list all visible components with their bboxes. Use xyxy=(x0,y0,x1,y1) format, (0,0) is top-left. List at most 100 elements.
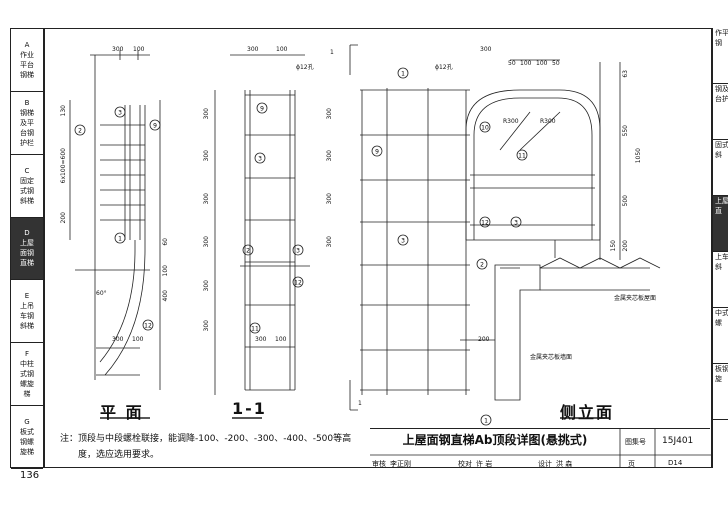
callout-number: 3 xyxy=(118,110,122,117)
chapter-label: 式钢 xyxy=(20,370,34,379)
chapter-label: 直梯 xyxy=(20,259,34,268)
callout-number: 1 xyxy=(484,418,488,425)
chapter-letter: C xyxy=(24,166,30,175)
chapter-label: 上吊 xyxy=(20,302,34,311)
chapter-label: 作业 xyxy=(20,50,34,59)
dim-label: 300 xyxy=(326,193,333,205)
callout-number: 2 xyxy=(78,128,82,135)
right-sidebar-edge: 作平钢 钢及台护 固式斜 上屋直 上车斜 中式螺 板钢旋 xyxy=(712,28,728,468)
callout-number: 3 xyxy=(514,220,518,227)
section-mark: 1 xyxy=(330,49,334,56)
plan-view-title: 平 面 xyxy=(100,403,144,422)
callout-number: 3 xyxy=(258,156,262,163)
review-label: 审核 xyxy=(372,460,386,468)
dim-label: 100 xyxy=(132,336,144,343)
callout-number: 11 xyxy=(518,153,526,160)
page-code: D14 xyxy=(668,459,683,467)
dim-label: 300 xyxy=(203,236,210,248)
callout-number: 3 xyxy=(401,238,405,245)
dim-label: 300 xyxy=(326,150,333,162)
chapter-label: 上屋 xyxy=(20,239,34,248)
chapter-label: 螺旋 xyxy=(20,380,34,389)
dim-label: 1050 xyxy=(635,148,642,164)
dim-label: 6x100=600 xyxy=(60,148,67,184)
callout-number: 3 xyxy=(296,248,300,255)
dim-label: 300 xyxy=(480,46,492,53)
callout-number: 12 xyxy=(481,220,489,227)
dim-label: 130 xyxy=(60,105,67,117)
callout-number: 9 xyxy=(375,149,379,156)
roof-annotation: 金属夹芯板屋面 xyxy=(614,295,657,302)
radius-label: R300 xyxy=(540,118,556,125)
dim-label: 300 xyxy=(203,280,210,292)
wall-annotation: 金属夹芯板墙面 xyxy=(530,354,573,361)
right-tab: 作平钢 xyxy=(713,28,728,84)
radius-label: R300 xyxy=(503,118,519,125)
atlas-number: 15J401 xyxy=(662,436,694,446)
dim-label: 400 xyxy=(162,290,169,302)
review-name: 李正刚 xyxy=(390,460,411,468)
dim-label: 100 xyxy=(536,60,548,67)
dim-label: 100 xyxy=(162,265,169,277)
dim-label: 500 xyxy=(622,195,629,207)
dim-label: 200 xyxy=(622,240,629,252)
chapter-letter: D xyxy=(24,229,30,238)
callout-number: 1 xyxy=(118,236,122,243)
section-mark: 1 xyxy=(358,400,362,407)
dim-label: 50 xyxy=(552,60,560,67)
callout-number: 11 xyxy=(251,326,259,333)
callout-number: 1 xyxy=(401,71,405,78)
callout-number: 9 xyxy=(260,106,264,113)
check-name: 许 岩 xyxy=(476,460,493,468)
chapter-label: 台钢 xyxy=(20,128,34,137)
callout-number: 9 xyxy=(153,123,157,130)
callout-number: 12 xyxy=(144,323,152,330)
elevation-view-title: 侧立面 xyxy=(560,403,615,422)
chapter-label: 斜梯 xyxy=(20,322,34,331)
dim-label: 63 xyxy=(622,70,629,78)
chapter-label: 护栏 xyxy=(20,138,34,147)
chapter-label: 钢梯 xyxy=(20,108,34,117)
chapter-label: 平台 xyxy=(20,60,34,69)
callout-number: 10 xyxy=(481,125,489,132)
design-name: 洪 森 xyxy=(556,460,573,468)
callout-number: 2 xyxy=(246,248,250,255)
dim-label: 300 xyxy=(255,336,267,343)
dim-label: 300 xyxy=(203,108,210,120)
chapter-label: 及平 xyxy=(20,118,34,127)
footnote-line: 注：顶段与中段螺栓联接，能调降-100、-200、-300、-400、-500等… xyxy=(60,434,352,444)
page-label: 页 xyxy=(628,460,635,468)
right-tab: 钢及台护 xyxy=(713,84,728,140)
chapter-label: 钢螺 xyxy=(20,437,34,446)
dim-label: 200 xyxy=(478,336,490,343)
dim-label: 50 xyxy=(508,60,516,67)
chapter-label: 板式 xyxy=(20,427,34,436)
drawing-frame xyxy=(44,28,712,468)
footnote-line: 度，选应选用要求。 xyxy=(78,450,160,460)
chapter-label: 斜梯 xyxy=(20,196,34,205)
chapter-label: 中柱 xyxy=(20,360,34,369)
dim-label: 60 xyxy=(162,238,169,246)
chapter-label: 式钢 xyxy=(20,186,34,195)
dim-label: 300 xyxy=(247,46,259,53)
dim-label: 100 xyxy=(133,46,145,53)
right-tab: 上车斜 xyxy=(713,252,728,308)
hole-label: ϕ12孔 xyxy=(435,64,453,71)
right-tab: 固式斜 xyxy=(713,140,728,196)
hole-label: ϕ12孔 xyxy=(296,64,314,71)
chapter-letter: A xyxy=(24,40,30,49)
callout-number: 12 xyxy=(294,280,302,287)
check-label: 校对 xyxy=(458,460,472,468)
design-label: 设计 xyxy=(538,460,552,468)
chapter-label: 车钢 xyxy=(20,312,34,321)
section-view-title: 1-1 xyxy=(232,399,267,418)
chapter-letter: F xyxy=(24,350,30,359)
